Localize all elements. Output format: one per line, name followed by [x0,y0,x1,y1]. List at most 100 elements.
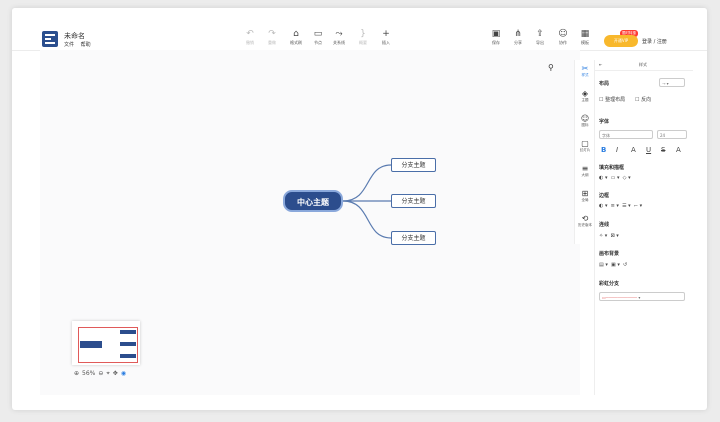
right-tab-theme[interactable]: ◈主题 [575,89,595,103]
vip-promo-badge: 限时特惠 [620,30,638,37]
canvas-bg-controls[interactable]: ▤ ▾ ▣ ▾ ↺ [599,262,628,268]
history-icon: ⟲ [581,214,589,223]
layout-section-title: 布局 [599,81,610,87]
app-window: 未命名 文件 帮助 ↶撤销↷重做⌂格式刷▭节点⤳关系线}概要+插入 ▣保存⋔分享… [12,8,707,410]
reverse-label: 反向 [641,97,652,103]
line-style-controls[interactable]: ✧ ▾ ⊠ ▾ [599,233,619,239]
right-tab-label: 图标 [581,123,589,127]
branch-link-1 [342,164,392,202]
toolbar-summary-button[interactable]: }概要 [349,29,377,46]
panel-tab-style[interactable]: 样式 [639,62,647,67]
menu-help[interactable]: 帮助 [80,42,91,48]
eye-icon[interactable]: ◉ [120,370,127,377]
login-register-link[interactable]: 登录 / 注册 [642,39,667,45]
rainbow-branch-select[interactable]: ▭───────────── ▾ [599,292,685,301]
right-tab-label: 全局 [581,198,589,202]
branch-topic-node-1[interactable]: 分支主题 [391,158,436,172]
document-title[interactable]: 未命名 [64,32,85,40]
toolbar-label: 协作 [559,40,567,45]
font-color-button[interactable]: A [631,146,636,154]
toolbar-label: 保存 [492,40,500,45]
fill-border-section-title: 填充和描框 [599,165,625,171]
bold-button[interactable]: B [601,146,607,154]
menu-bar: 文件 帮助 [64,41,96,48]
zoom-controls: ⊕56%⊖⌖✥◉ [74,370,129,378]
minimap-viewport[interactable] [78,327,138,363]
right-tab-outline[interactable]: ≡大纲 [575,164,595,178]
vip-button[interactable]: 开通VIP [604,35,638,47]
summary-icon: } [360,29,366,39]
right-tab-history[interactable]: ⟲历史版本 [575,214,595,228]
app-logo-icon[interactable] [42,31,58,47]
top-toolbar: 未命名 文件 帮助 ↶撤销↷重做⌂格式刷▭节点⤳关系线}概要+插入 ▣保存⋔分享… [12,8,707,51]
sticker-icon: ☺ [580,114,590,123]
location-icon[interactable]: ⌖ [106,370,110,377]
text-effect-button[interactable]: A [676,146,681,154]
right-tab-sticker[interactable]: ☺图标 [575,114,595,128]
italic-button[interactable]: I [616,146,619,154]
panel-collapse-icon[interactable]: ⇤ [599,62,603,67]
right-tab-slides[interactable]: ▢幻灯片 [575,139,595,153]
border-section-title: 边框 [599,193,610,199]
central-topic-node[interactable]: 中心主题 [283,190,343,212]
toolbar-label: 关系线 [333,40,345,45]
right-tab-label: 大纲 [581,173,589,177]
strikethrough-button[interactable]: S [661,146,666,154]
minimap-branch-node [120,330,136,334]
zoom-in-icon[interactable]: ⊕ [74,370,80,377]
insert-icon: + [382,29,390,39]
search-icon[interactable]: ⚲ [548,63,554,72]
right-tab-label: 样式 [581,73,589,77]
menu-file[interactable]: 文件 [64,42,75,48]
border-style-controls[interactable]: ◐ ▾ ≡ ▾ ☰ ▾ ⌐ ▾ [599,203,643,209]
toolbar-relation-line-button[interactable]: ⤳关系线 [325,29,353,46]
align-label: 整理布局 [605,97,626,103]
minimap-branch-node [120,354,136,358]
right-tab-label: 历史版本 [578,223,592,227]
style-icon: ✂ [581,64,589,73]
template-icon: ▦ [580,29,590,39]
rainbow-section-title: 彩虹分支 [599,281,620,287]
save-button[interactable]: ▣保存 [482,29,510,46]
zoom-out-icon[interactable]: ⊖ [98,370,104,377]
global-icon: ⊞ [581,189,589,198]
toolbar-node-button[interactable]: ▭节点 [304,29,332,46]
minimap-branch-node [120,342,136,346]
font-section-title: 字体 [599,119,610,125]
export-icon: ⇪ [536,29,544,39]
toolbar-label: 模板 [581,40,589,45]
toolbar-undo-button[interactable]: ↶撤销 [236,29,264,46]
node-icon: ▭ [313,29,323,39]
toolbar-insert-button[interactable]: +插入 [372,29,400,46]
fit-screen-icon[interactable]: ✥ [112,370,118,377]
branch-topic-node-3[interactable]: 分支主题 [391,231,436,245]
right-tab-style[interactable]: ✂样式 [575,64,595,78]
align-checkbox[interactable]: ☐ 整理布局 [599,97,626,103]
rainbow-color-bar: ▭───────────── [602,295,638,300]
slides-icon: ▢ [581,139,589,148]
underline-button[interactable]: U [646,146,652,154]
fill-color-picker[interactable]: ◐ ▾ ▭ ▾ ◇ ▾ [599,175,631,181]
collaborate-button[interactable]: ☺协作 [549,29,577,46]
font-family-select[interactable]: 字体 [599,130,653,139]
toolbar-redo-button[interactable]: ↷重做 [258,29,286,46]
right-tab-global[interactable]: ⊞全局 [575,189,595,203]
toolbar-label: 分享 [514,40,522,45]
minimap[interactable] [72,321,140,365]
export-button[interactable]: ⇪导出 [526,29,554,46]
toolbar-label: 概要 [359,40,367,45]
toolbar-format-brush-button[interactable]: ⌂格式刷 [282,29,310,46]
font-size-select[interactable]: 24 [657,130,687,139]
reverse-checkbox[interactable]: ☐ 反向 [635,97,652,103]
template-button[interactable]: ▦模板 [571,29,599,46]
save-icon: ▣ [491,29,501,39]
branch-topic-node-2[interactable]: 分支主题 [391,194,436,208]
layout-select[interactable]: ⊸ ▾ [659,78,685,87]
share-button[interactable]: ⋔分享 [504,29,532,46]
right-tab-label: 幻灯片 [579,148,591,152]
toolbar-label: 撤销 [246,40,254,45]
right-tab-bar: ✂样式 ◈主题 ☺图标 ▢幻灯片 ≡大纲 ⊞全局 ⟲历史版本 [574,60,595,244]
right-tab-label: 主题 [581,98,589,102]
theme-icon: ◈ [581,89,589,98]
